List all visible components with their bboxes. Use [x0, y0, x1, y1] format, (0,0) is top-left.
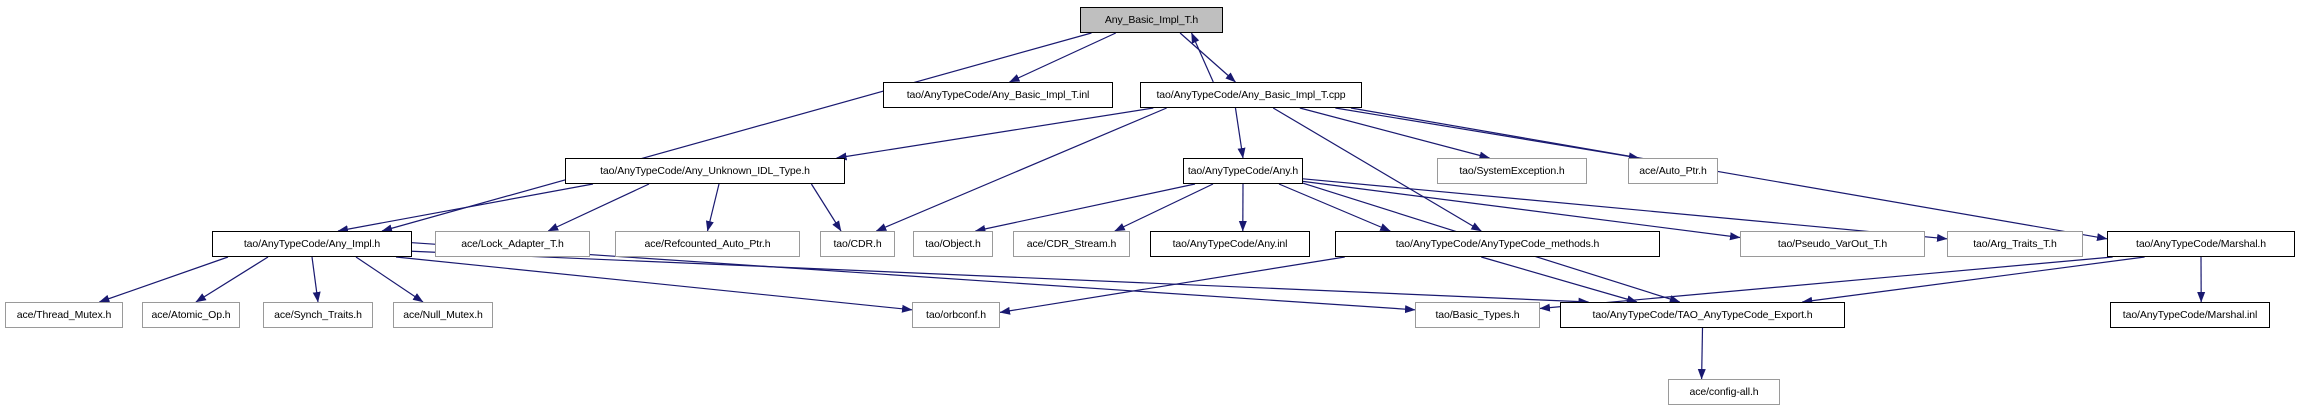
edge-any_h-to-pseudo	[1302, 180, 1741, 241]
edge-methods-to-export	[1481, 256, 1638, 304]
edge-unknown-to-cdr	[810, 183, 842, 232]
graph-node-any_h[interactable]: tao/AnyTypeCode/Any.h	[1183, 158, 1303, 184]
graph-node-thread[interactable]: ace/Thread_Mutex.h	[5, 302, 123, 328]
graph-node-orbconf[interactable]: tao/orbconf.h	[912, 302, 1000, 328]
edge-cpp-to-unknown	[836, 107, 1154, 161]
graph-node-cdrstream[interactable]: ace/CDR_Stream.h	[1013, 231, 1130, 257]
graph-node-root[interactable]: Any_Basic_Impl_T.h	[1080, 7, 1223, 33]
edge-root-to-any_impl	[381, 32, 1092, 233]
graph-node-unknown[interactable]: tao/AnyTypeCode/Any_Unknown_IDL_Type.h	[565, 158, 845, 184]
graph-node-object[interactable]: tao/Object.h	[913, 231, 993, 257]
edge-unknown-to-refc	[705, 183, 720, 232]
edge-marshal-to-export	[1801, 256, 2145, 305]
edge-any_h-to-object	[974, 183, 1196, 233]
edge-any_impl-to-export	[411, 250, 1589, 306]
edge-any_h-to-cdrstream	[1114, 183, 1214, 232]
edge-any_impl-to-synch	[311, 256, 321, 303]
graph-node-atomic[interactable]: ace/Atomic_Op.h	[142, 302, 240, 328]
graph-node-inl[interactable]: tao/AnyTypeCode/Any_Basic_Impl_T.inl	[883, 82, 1113, 108]
graph-node-cpp[interactable]: tao/AnyTypeCode/Any_Basic_Impl_T.cpp	[1140, 82, 1362, 108]
edge-cpp-to-root	[1190, 32, 1214, 83]
graph-node-export[interactable]: tao/AnyTypeCode/TAO_AnyTypeCode_Export.h	[1560, 302, 1845, 328]
graph-node-basictypes[interactable]: tao/Basic_Types.h	[1415, 302, 1540, 328]
graph-node-refc[interactable]: ace/Refcounted_Auto_Ptr.h	[615, 231, 800, 257]
graph-node-methods[interactable]: tao/AnyTypeCode/AnyTypeCode_methods.h	[1335, 231, 1660, 257]
edge-any_impl-to-thread	[98, 256, 229, 303]
graph-node-synch[interactable]: ace/Synch_Traits.h	[263, 302, 373, 328]
graph-node-sysexc[interactable]: tao/SystemException.h	[1437, 158, 1587, 184]
graph-node-anyinl[interactable]: tao/AnyTypeCode/Any.inl	[1150, 231, 1310, 257]
edge-marshal-to-basictypes	[1539, 256, 2113, 312]
edge-cpp-to-cdr	[875, 107, 1167, 232]
graph-node-lock[interactable]: ace/Lock_Adapter_T.h	[435, 231, 590, 257]
edge-any_impl-to-atomic	[195, 256, 269, 303]
edge-cpp-to-any_h	[1234, 107, 1246, 159]
edge-unknown-to-any_impl	[337, 183, 594, 234]
graph-node-marshal[interactable]: tao/AnyTypeCode/Marshal.h	[2107, 231, 2295, 257]
graph-node-nullmutex[interactable]: ace/Null_Mutex.h	[393, 302, 493, 328]
graph-node-configall[interactable]: ace/config-all.h	[1668, 379, 1780, 405]
edge-any_h-to-methods	[1278, 183, 1391, 232]
graph-node-argtraits[interactable]: tao/Arg_Traits_T.h	[1947, 231, 2083, 257]
graph-node-marshalinl[interactable]: tao/AnyTypeCode/Marshal.inl	[2110, 302, 2270, 328]
edge-root-to-inl	[1009, 32, 1117, 83]
graph-node-autoptr[interactable]: ace/Auto_Ptr.h	[1628, 158, 1718, 184]
graph-node-cdr[interactable]: tao/CDR.h	[820, 231, 895, 257]
edge-unknown-to-lock	[547, 183, 650, 232]
graph-node-pseudo[interactable]: tao/Pseudo_VarOut_T.h	[1740, 231, 1925, 257]
graph-node-any_impl[interactable]: tao/AnyTypeCode/Any_Impl.h	[212, 231, 412, 257]
edge-cpp-to-autoptr	[1335, 107, 1640, 161]
edge-any_impl-to-nullmutex	[355, 256, 424, 303]
edge-methods-to-orbconf	[999, 256, 1345, 315]
edge-export-to-configall	[1697, 327, 1706, 380]
edge-root-to-cpp	[1179, 32, 1236, 83]
edge-any_impl-to-orbconf	[395, 256, 913, 313]
edge-cpp-to-sysexc	[1299, 107, 1490, 160]
edge-any_h-to-argtraits	[1302, 178, 1948, 242]
edge-cpp-to-marshal	[1350, 107, 2108, 242]
edge-cpp-to-methods	[1272, 107, 1482, 232]
